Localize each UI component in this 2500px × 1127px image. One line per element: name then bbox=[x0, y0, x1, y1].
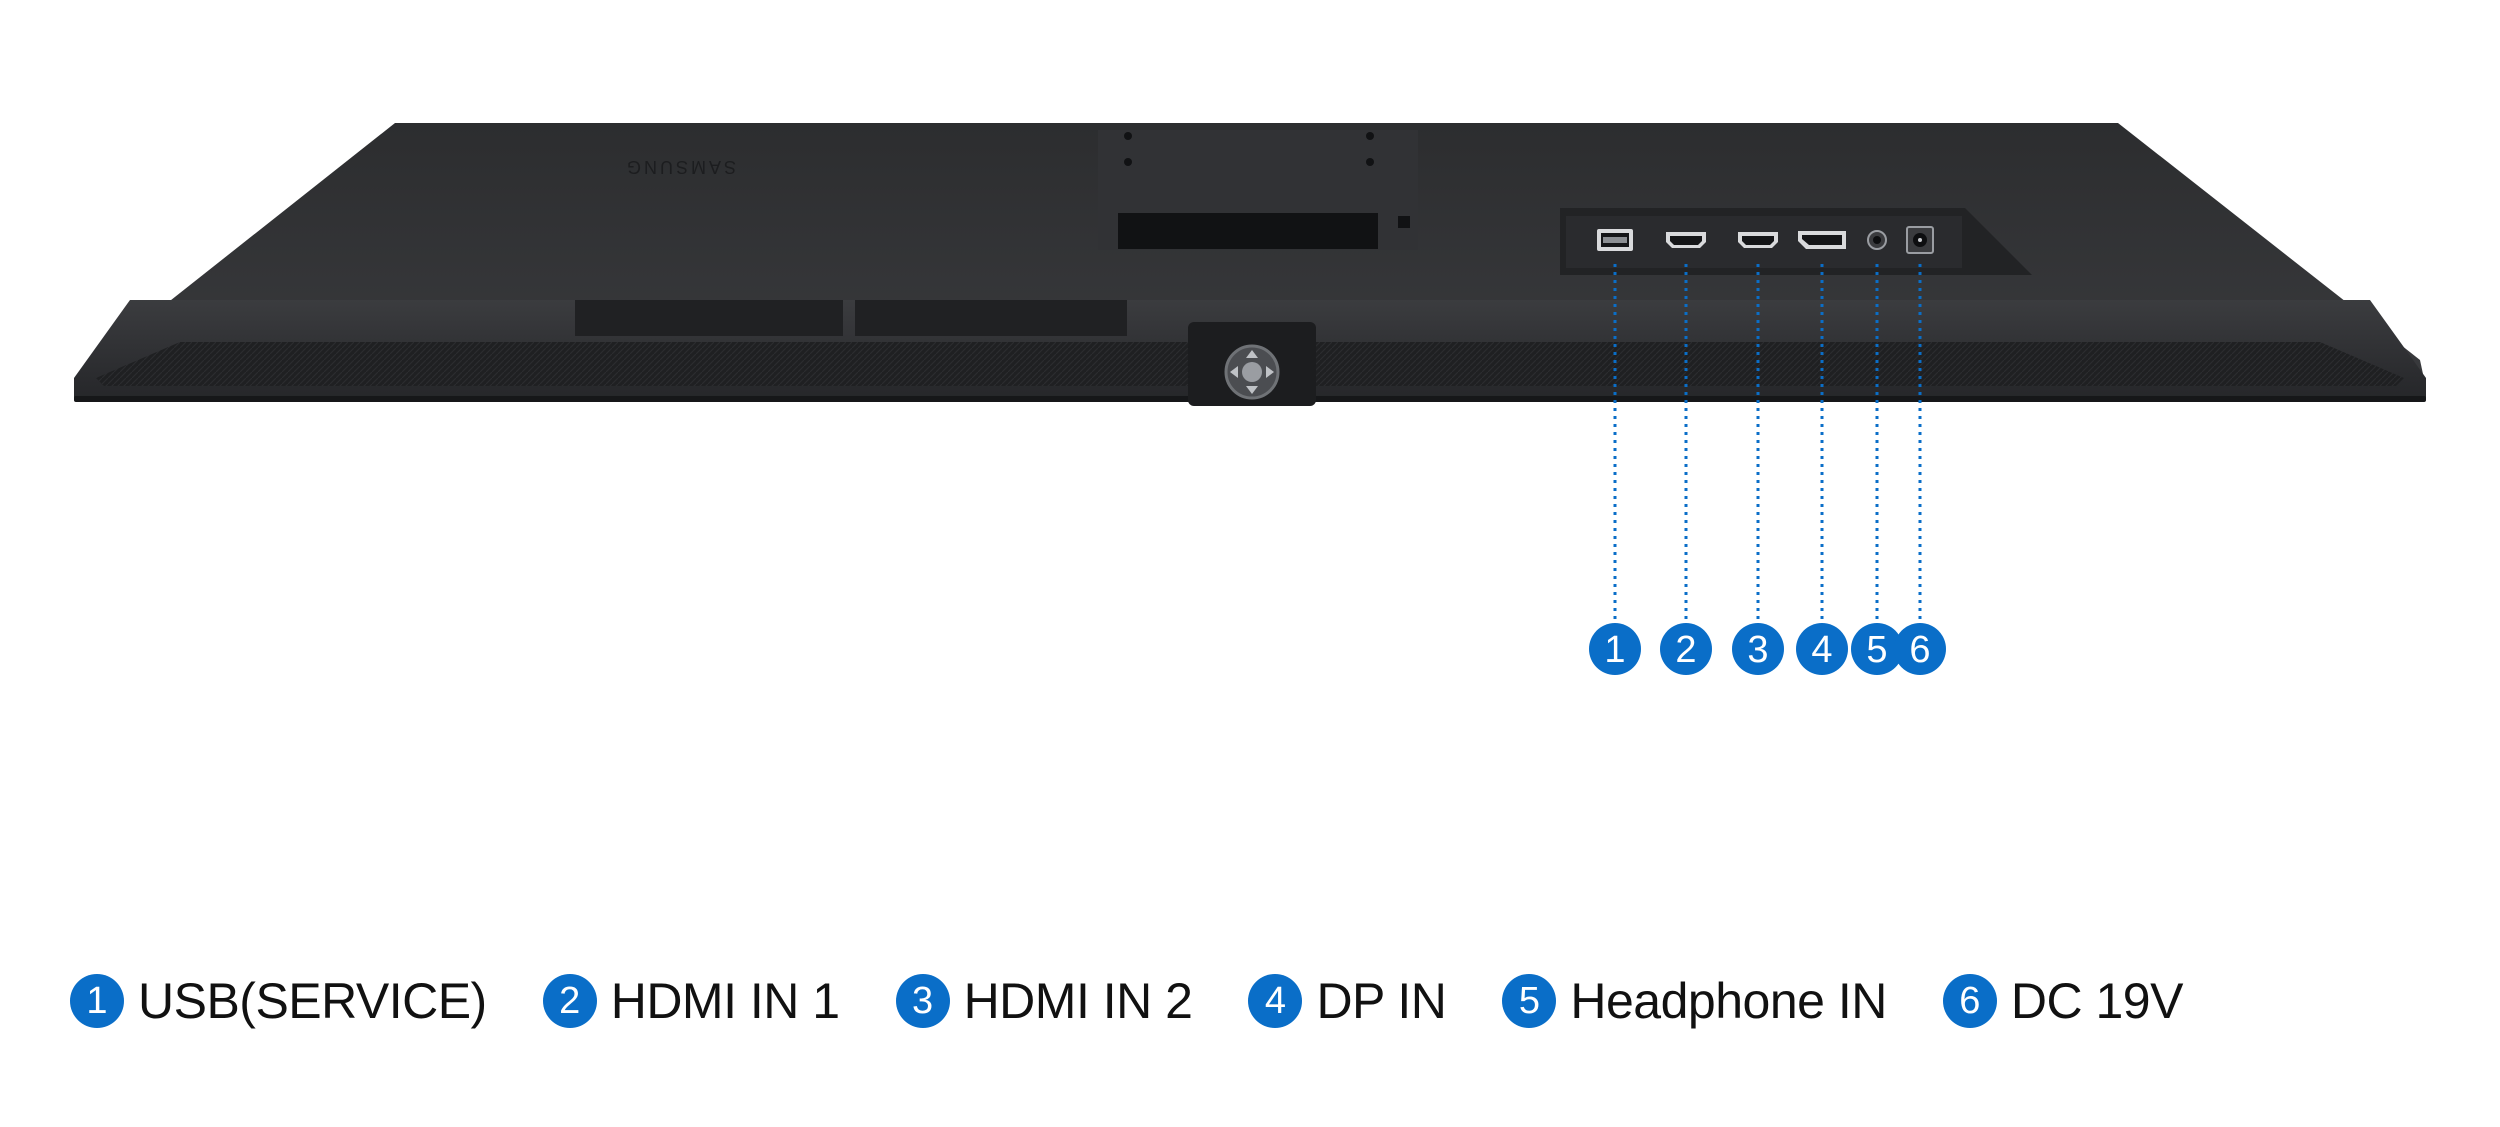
legend-number-badge: 4 bbox=[1248, 974, 1303, 1028]
port-badge-1: 1 bbox=[1589, 623, 1641, 675]
svg-text:1: 1 bbox=[1604, 629, 1625, 671]
joystick-center[interactable] bbox=[1242, 362, 1262, 382]
screw-hole bbox=[1366, 132, 1374, 140]
legend-label: USB(SERVICE) bbox=[138, 973, 487, 1029]
screw-hole bbox=[1124, 132, 1132, 140]
legend-number-badge: 1 bbox=[70, 974, 124, 1028]
screw-hole bbox=[1124, 158, 1132, 166]
legend-label: DC 19V bbox=[2010, 973, 2184, 1029]
legend-item-1: 1 USB(SERVICE) bbox=[70, 972, 487, 1030]
legend-label: DP IN bbox=[1316, 973, 1447, 1029]
stand-slot bbox=[1118, 213, 1378, 249]
hdmi-port-icon bbox=[1666, 232, 1706, 248]
legend-label: HDMI IN 2 bbox=[963, 973, 1193, 1029]
screw-hole bbox=[1366, 158, 1374, 166]
legend-label: Headphone IN bbox=[1570, 973, 1887, 1029]
rear-vent-left bbox=[575, 300, 843, 336]
legend-number-badge: 2 bbox=[542, 974, 597, 1028]
port-badge-5: 5 bbox=[1851, 623, 1903, 675]
legend-label: HDMI IN 1 bbox=[610, 973, 840, 1029]
legend-number-badge: 3 bbox=[895, 974, 950, 1028]
joystick-arrow-up-icon bbox=[1246, 350, 1258, 358]
svg-text:5: 5 bbox=[1866, 629, 1887, 671]
joystick-arrow-down-icon bbox=[1246, 386, 1258, 394]
joystick-arrow-right-icon bbox=[1266, 366, 1274, 378]
port-badge-6: 6 bbox=[1894, 623, 1946, 675]
headphone-jack-icon bbox=[1867, 230, 1887, 250]
port-badge-3: 3 bbox=[1732, 623, 1784, 675]
legend-number-badge: 6 bbox=[1942, 974, 1997, 1028]
hdmi-port-icon bbox=[1738, 232, 1778, 248]
port-badge-4: 4 bbox=[1796, 623, 1848, 675]
usb-port-icon bbox=[1597, 229, 1633, 251]
dc-power-jack-icon bbox=[1906, 226, 1934, 254]
svg-text:4: 4 bbox=[1811, 629, 1832, 671]
svg-text:2: 2 bbox=[1675, 629, 1696, 671]
legend-number-badge: 5 bbox=[1502, 974, 1557, 1028]
joystick-arrow-left-icon bbox=[1230, 366, 1238, 378]
kensington-slot bbox=[1398, 216, 1410, 228]
svg-text:6: 6 bbox=[1909, 629, 1930, 671]
displayport-icon bbox=[1798, 231, 1846, 249]
samsung-logo: SAMSUNG bbox=[624, 157, 736, 177]
rear-vent-right bbox=[855, 300, 1127, 336]
port-badge-2: 2 bbox=[1660, 623, 1712, 675]
svg-text:3: 3 bbox=[1747, 629, 1768, 671]
